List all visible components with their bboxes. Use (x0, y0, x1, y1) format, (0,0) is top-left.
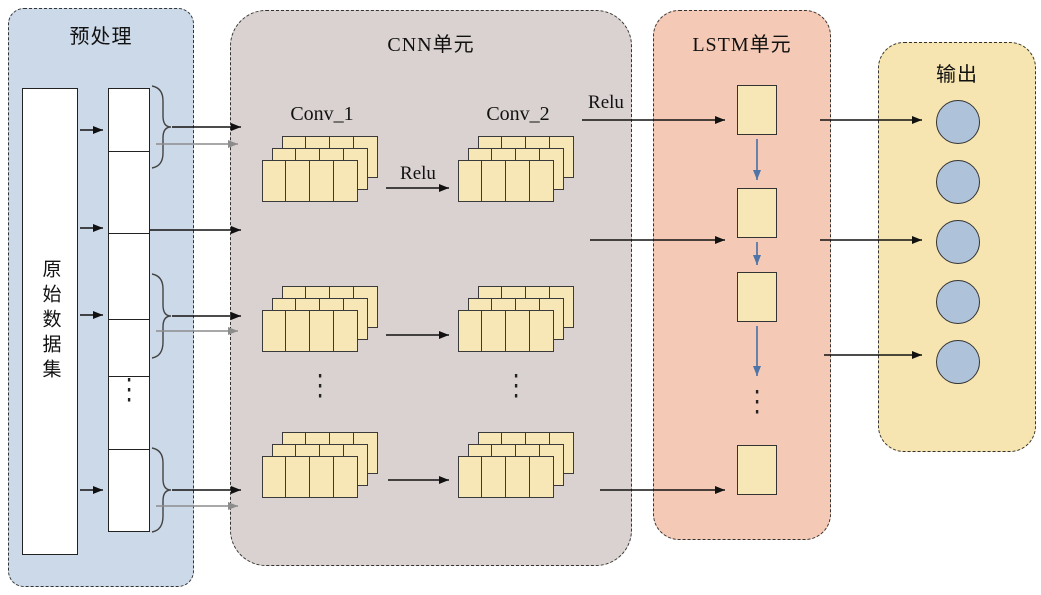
output-node-3 (936, 220, 980, 264)
feature-map-cell (334, 456, 358, 498)
feature-map-cell (310, 160, 334, 202)
output-node-5 (936, 340, 980, 384)
lstm-title: LSTM单元 (692, 34, 792, 56)
feature-map-layer (262, 160, 358, 202)
output-title: 输出 (936, 64, 978, 86)
feature-map-cell (506, 160, 530, 202)
column-ellipsis: ⋮ (117, 373, 141, 406)
feature-map-cell (458, 310, 482, 352)
conv1-feature-map-stack-row1 (262, 136, 398, 202)
feature-map-cell (262, 456, 286, 498)
feature-map-cell (458, 160, 482, 202)
data-segment (109, 233, 149, 319)
feature-map-cell (262, 310, 286, 352)
conv1-label: Conv_1 (290, 103, 354, 125)
lstm-cell-1 (737, 85, 777, 135)
feature-map-layer (458, 456, 554, 498)
lstm-cell-2 (737, 188, 777, 238)
preprocess-title: 预处理 (69, 26, 133, 48)
data-segment (109, 376, 149, 449)
raw-dataset-box: 原始数据集 (22, 88, 78, 555)
conv2-label: Conv_2 (486, 103, 550, 125)
feature-map-layer (262, 456, 358, 498)
feature-map-cell (482, 160, 506, 202)
data-segment (109, 319, 149, 376)
feature-map-cell (286, 456, 310, 498)
feature-map-cell (530, 310, 554, 352)
feature-map-cell (334, 310, 358, 352)
feature-map-cell (310, 310, 334, 352)
data-segment (109, 89, 149, 151)
cnn-title: CNN单元 (387, 34, 475, 56)
relu-label-inner: Relu (400, 163, 436, 184)
output-node-2 (936, 160, 980, 204)
relu-label-output: Relu (588, 92, 624, 113)
feature-map-cell (530, 456, 554, 498)
conv2-feature-map-stack-row1 (458, 136, 594, 202)
feature-map-cell (482, 310, 506, 352)
cnn-ellipsis-right: ⋮ (504, 369, 528, 402)
data-segment (109, 449, 149, 531)
lstm-cell-3 (737, 272, 777, 322)
feature-map-cell (310, 456, 334, 498)
output-node-4 (936, 280, 980, 324)
feature-map-cell (286, 160, 310, 202)
feature-map-layer (458, 310, 554, 352)
output-node-1 (936, 100, 980, 144)
feature-map-layer (262, 310, 358, 352)
data-segment (109, 151, 149, 233)
feature-map-cell (458, 456, 482, 498)
feature-map-cell (482, 456, 506, 498)
feature-map-cell (334, 160, 358, 202)
conv1-feature-map-stack-row2 (262, 286, 398, 352)
feature-map-cell (530, 160, 554, 202)
cnn-ellipsis-left: ⋮ (308, 369, 332, 402)
conv2-feature-map-stack-row3 (458, 432, 594, 498)
conv1-feature-map-stack-row3 (262, 432, 398, 498)
raw-dataset-label: 原始数据集 (39, 259, 61, 384)
conv2-feature-map-stack-row2 (458, 286, 594, 352)
feature-map-cell (506, 310, 530, 352)
feature-map-cell (262, 160, 286, 202)
lstm-ellipsis: ⋮ (745, 385, 769, 418)
feature-map-layer (458, 160, 554, 202)
feature-map-cell (506, 456, 530, 498)
feature-map-cell (286, 310, 310, 352)
lstm-cell-4 (737, 445, 777, 495)
data-segment-column (108, 88, 150, 532)
